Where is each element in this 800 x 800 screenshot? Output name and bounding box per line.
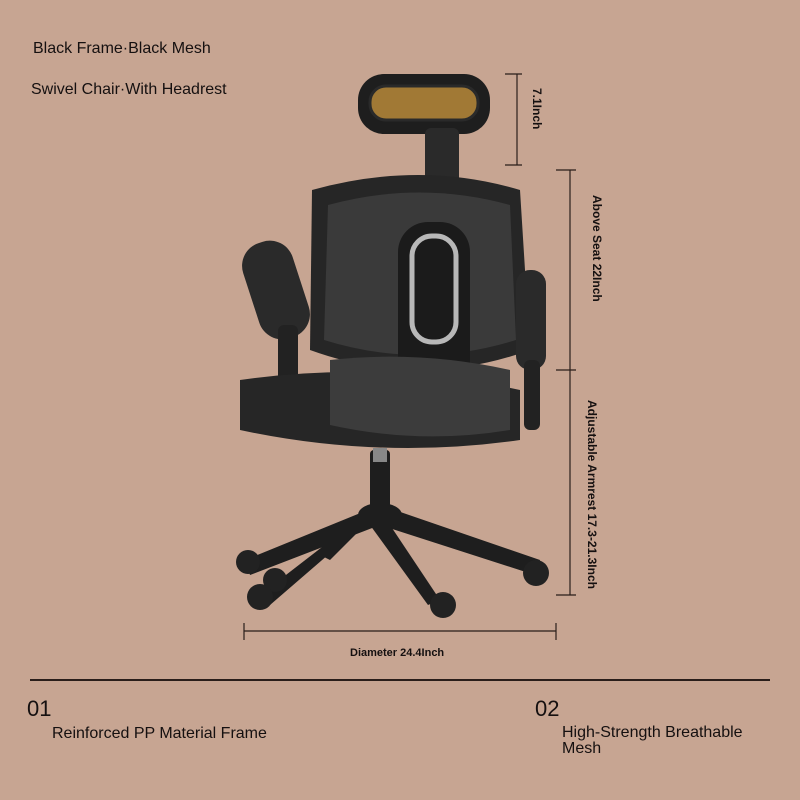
section-divider (30, 679, 770, 681)
headrest (358, 74, 490, 186)
feature-label-2: High-Strength Breathable Mesh (562, 724, 743, 757)
headrest-height-label: 7.1Inch (530, 88, 544, 130)
armrest-range-label: Adjustable Armrest 17.3-21.3Inch (585, 400, 599, 589)
star-base (245, 503, 540, 605)
product-title: Black Frame·Black Mesh (33, 40, 211, 57)
above-seat-label: Above Seat 22Inch (590, 195, 604, 302)
gas-lift (370, 450, 390, 510)
base-diameter-label: Diameter 24.4Inch (350, 647, 445, 659)
office-chair-illustration (236, 74, 549, 618)
feature-label-1: Reinforced PP Material Frame (52, 725, 267, 742)
backrest (310, 175, 530, 398)
feature-number-1: 01 (27, 696, 52, 721)
right-armrest (516, 270, 546, 430)
casters (236, 550, 549, 618)
seat (240, 356, 520, 448)
product-subtitle: Swivel Chair·With Headrest (31, 81, 227, 98)
feature-number-2: 02 (535, 696, 560, 721)
